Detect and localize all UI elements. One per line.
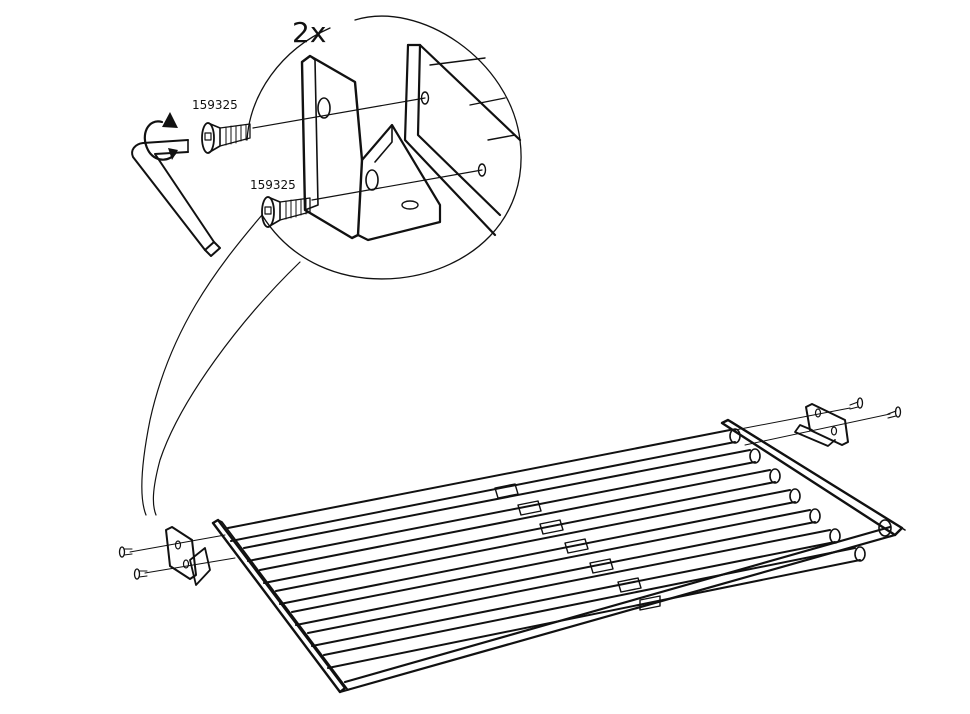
detail-bracket (300, 54, 442, 242)
alignment-line (744, 413, 891, 446)
callout-leader-inner (152, 261, 301, 516)
rack-cross-supports (494, 483, 661, 611)
alignment-line (144, 557, 236, 574)
part-number-label: 159325 (192, 98, 238, 112)
allen-key-icon (131, 139, 221, 257)
callout-circle (261, 15, 522, 280)
alignment-line (311, 169, 483, 201)
right-bracket (794, 403, 849, 447)
screw-small (887, 406, 902, 419)
screw-small (849, 397, 864, 410)
screw-small (133, 568, 148, 580)
alignment-line (734, 407, 851, 431)
quantity-label: 2x (292, 16, 326, 49)
detail-rail-end (403, 43, 522, 237)
shelf-rack (211, 418, 906, 694)
screw-small (118, 546, 133, 558)
rotate-clockwise-icon (143, 112, 178, 161)
screw-lower (261, 196, 311, 228)
alignment-line (252, 97, 426, 129)
part-number-label: 159325 (250, 178, 296, 192)
left-bracket (165, 526, 211, 586)
rack-rods (227, 428, 892, 669)
detail-callout (141, 15, 522, 516)
screw-upper (201, 122, 251, 154)
alignment-line (129, 534, 226, 553)
callout-leader-outer (141, 214, 263, 516)
